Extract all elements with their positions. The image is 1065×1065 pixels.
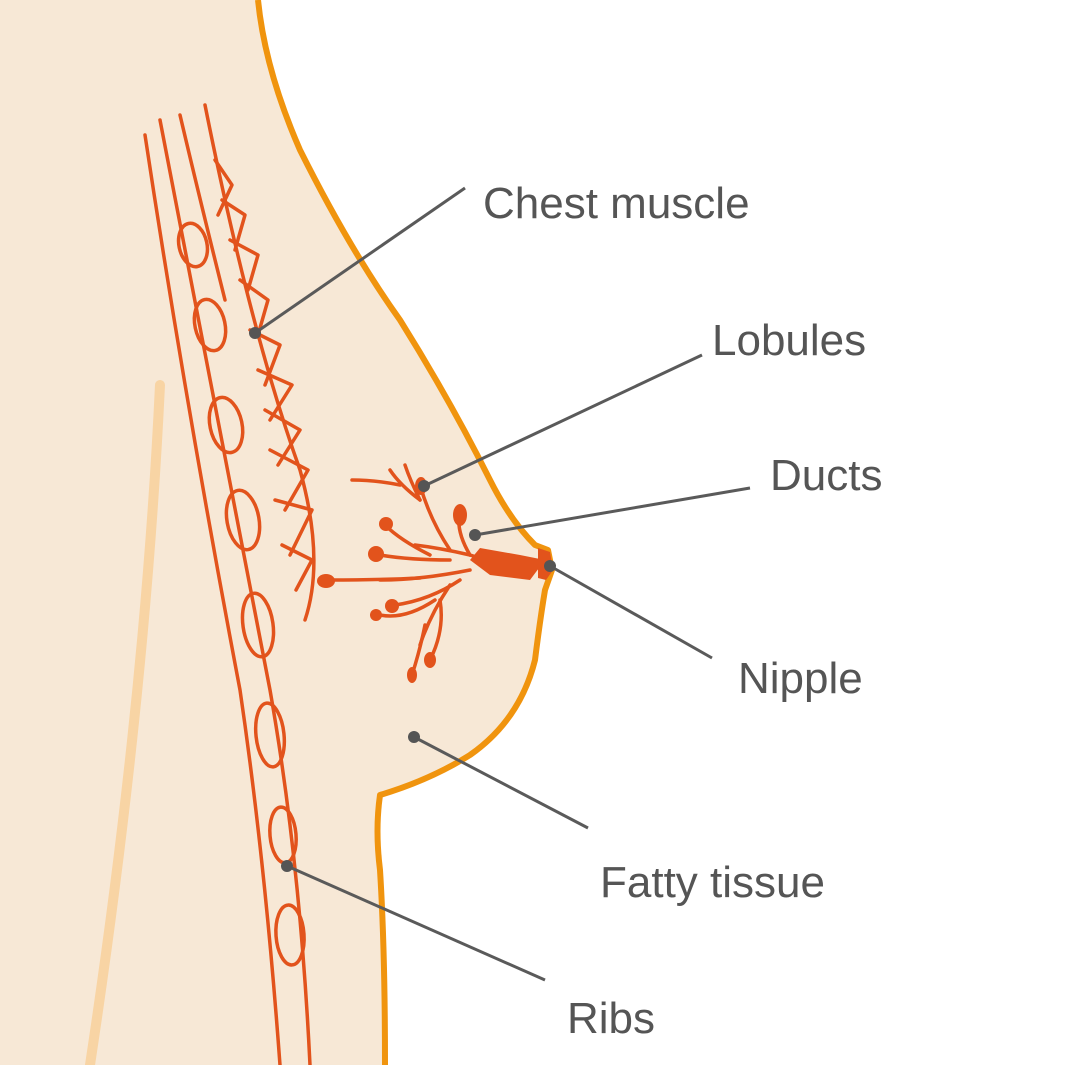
leader-lines <box>249 186 751 982</box>
dot-chest-muscle <box>249 327 261 339</box>
main-duct <box>470 548 545 580</box>
dot-lobules <box>418 480 430 492</box>
dot-ribs <box>281 860 293 872</box>
label-nipple: Nipple <box>738 654 863 703</box>
dot-ducts <box>469 529 481 541</box>
leader-lobules <box>423 353 703 488</box>
dot-nipple <box>544 560 556 572</box>
leader-fatty-tissue <box>413 735 589 830</box>
leader-nipple <box>549 564 713 660</box>
leader-chest-muscle <box>254 186 466 335</box>
ribs <box>143 103 316 1065</box>
body-silhouette <box>0 0 552 1065</box>
label-ducts: Ducts <box>770 451 882 500</box>
label-fatty-tissue: Fatty tissue <box>600 858 825 907</box>
labels: Chest muscle Lobules Ducts Nipple Fatty … <box>483 179 882 1043</box>
chest-muscle <box>213 158 314 592</box>
body-outline <box>255 0 555 1065</box>
faint-body-line <box>85 380 165 1065</box>
label-ribs: Ribs <box>567 994 655 1043</box>
dot-fatty-tissue <box>408 731 420 743</box>
leader-ribs <box>286 864 546 982</box>
label-lobules: Lobules <box>712 316 866 365</box>
leader-ducts <box>474 486 751 537</box>
label-chest-muscle: Chest muscle <box>483 179 750 228</box>
